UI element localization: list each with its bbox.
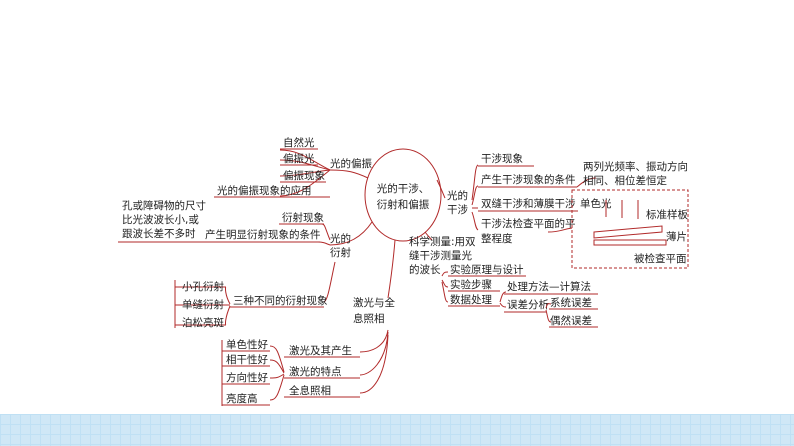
laser-feature-brightness: 亮度高 xyxy=(226,392,258,405)
link-int-condition-note xyxy=(576,177,597,188)
diff-kind-single-slit: 单缝衍射 xyxy=(182,298,224,311)
decorative-grid-band xyxy=(0,414,794,446)
polarization-label: 光的偏振 xyxy=(330,157,372,170)
link-center-laser xyxy=(387,239,396,299)
link-kind-1 xyxy=(175,286,231,305)
laser-item-features: 激光的特点 xyxy=(289,365,342,378)
link-laser-1 xyxy=(359,329,389,353)
diffraction-label-2: 衍射 xyxy=(330,246,351,259)
diff-kind-poisson: 泊松亮斑 xyxy=(182,316,224,329)
measurement-label-2: 缝干涉测量光 xyxy=(409,249,472,262)
pol-item-polarized: 偏振光 xyxy=(283,152,315,165)
laser-item-holography: 全息照相 xyxy=(289,384,331,397)
diff-note-line-1: 孔或障碍物的尺寸 xyxy=(122,199,206,212)
link-meas-1 xyxy=(441,271,449,277)
meas-item-principle: 实验原理与设计 xyxy=(450,263,524,276)
meas-item-steps: 实验步骤 xyxy=(450,278,492,291)
diff-kinds-label: 三种不同的衍射现象 xyxy=(233,294,328,307)
interference-label-1: 光的 xyxy=(447,189,468,202)
int-note-line-1: 两列光频率、振动方向 xyxy=(583,160,688,173)
diffraction-label-1: 光的 xyxy=(330,232,351,245)
link-center-interference xyxy=(436,179,446,199)
figure-sheet-label: 薄片 xyxy=(666,230,687,243)
laser-label-1: 激光与全 xyxy=(353,296,395,309)
link-diff-1 xyxy=(321,223,331,241)
link-int-1 xyxy=(471,164,479,201)
link-processing xyxy=(499,291,507,303)
link-pol-2 xyxy=(279,159,331,171)
link-error-system xyxy=(545,303,552,309)
link-feature-4 xyxy=(269,374,285,401)
link-pol-1 xyxy=(279,149,331,171)
link-center-diffraction xyxy=(329,221,373,246)
meas-error-systematic: 系统误差 xyxy=(550,296,592,309)
center-node-outline xyxy=(364,148,442,242)
link-laser-3 xyxy=(359,334,389,394)
int-note-line-2: 相同、相位差恒定 xyxy=(583,174,667,187)
center-line-2: 衍射和偏振 xyxy=(377,198,430,211)
link-feature-3 xyxy=(269,373,285,379)
diff-item-phenomenon: 衍射现象 xyxy=(282,211,324,224)
int-item-phenomenon: 干涉现象 xyxy=(481,152,523,165)
pol-item-application: 光的偏振现象的应用 xyxy=(217,184,312,197)
flatness-figure-box xyxy=(571,189,689,269)
measurement-label-1: 科学测量:用双 xyxy=(409,235,476,248)
meas-item-data: 数据处理 xyxy=(450,293,492,306)
link-kind-3 xyxy=(175,305,231,326)
link-pol-3 xyxy=(279,169,331,177)
link-error xyxy=(499,302,507,308)
link-diff-3 xyxy=(323,261,336,303)
laser-item-production: 激光及其产生 xyxy=(289,344,352,357)
int-flatness-line-2: 整程度 xyxy=(481,232,513,245)
pol-item-natural: 自然光 xyxy=(283,136,315,149)
meas-error-label: 误差分析 xyxy=(507,298,549,311)
link-meas-3 xyxy=(441,281,449,303)
diff-note-line-3: 跟波长差不多时 xyxy=(122,227,196,240)
diff-note-line-2: 比光波波长小,或 xyxy=(122,213,199,226)
link-laser-2 xyxy=(359,331,389,376)
diff-item-condition: 产生明显衍射现象的条件 xyxy=(205,228,321,241)
int-item-condition: 产生干涉现象的条件 xyxy=(481,173,576,186)
link-error-random xyxy=(545,309,552,323)
link-int-4 xyxy=(471,211,479,231)
measurement-label-3: 的波长 xyxy=(409,263,441,276)
link-meas-2 xyxy=(441,279,449,288)
meas-error-random: 偶然误差 xyxy=(550,314,592,327)
figure-plane-label: 被检查平面 xyxy=(634,252,687,265)
link-center-measurement xyxy=(424,231,433,241)
diff-kind-pinhole: 小孔衍射 xyxy=(182,280,224,293)
link-feature-2 xyxy=(269,359,285,374)
link-feature-1 xyxy=(269,345,285,373)
link-pol-4 xyxy=(279,169,331,197)
link-center-polarization xyxy=(329,169,369,179)
pol-item-phenomenon: 偏振现象 xyxy=(283,169,325,182)
link-int-2 xyxy=(471,185,479,206)
laser-label-2: 息照相 xyxy=(353,312,385,325)
laser-feature-mono: 单色性好 xyxy=(226,338,268,351)
interference-label-2: 干涉 xyxy=(447,203,468,216)
center-line-1: 光的干涉、 xyxy=(377,182,430,195)
laser-feature-coherence: 相干性好 xyxy=(226,353,268,366)
inspected-plane-shape xyxy=(593,239,667,246)
link-figure xyxy=(547,227,573,233)
int-flatness-line-1: 干涉法检查平面的平 xyxy=(481,217,576,230)
int-item-double-slit-film: 双缝干涉和薄膜干涉 xyxy=(481,197,576,210)
meas-processing-method: 处理方法—计算法 xyxy=(507,280,591,293)
figure-plate-label: 标准样板 xyxy=(646,208,688,221)
standard-plate-shape xyxy=(593,225,663,239)
laser-feature-directional: 方向性好 xyxy=(226,371,268,384)
figure-light-label: 单色光 xyxy=(580,197,612,210)
